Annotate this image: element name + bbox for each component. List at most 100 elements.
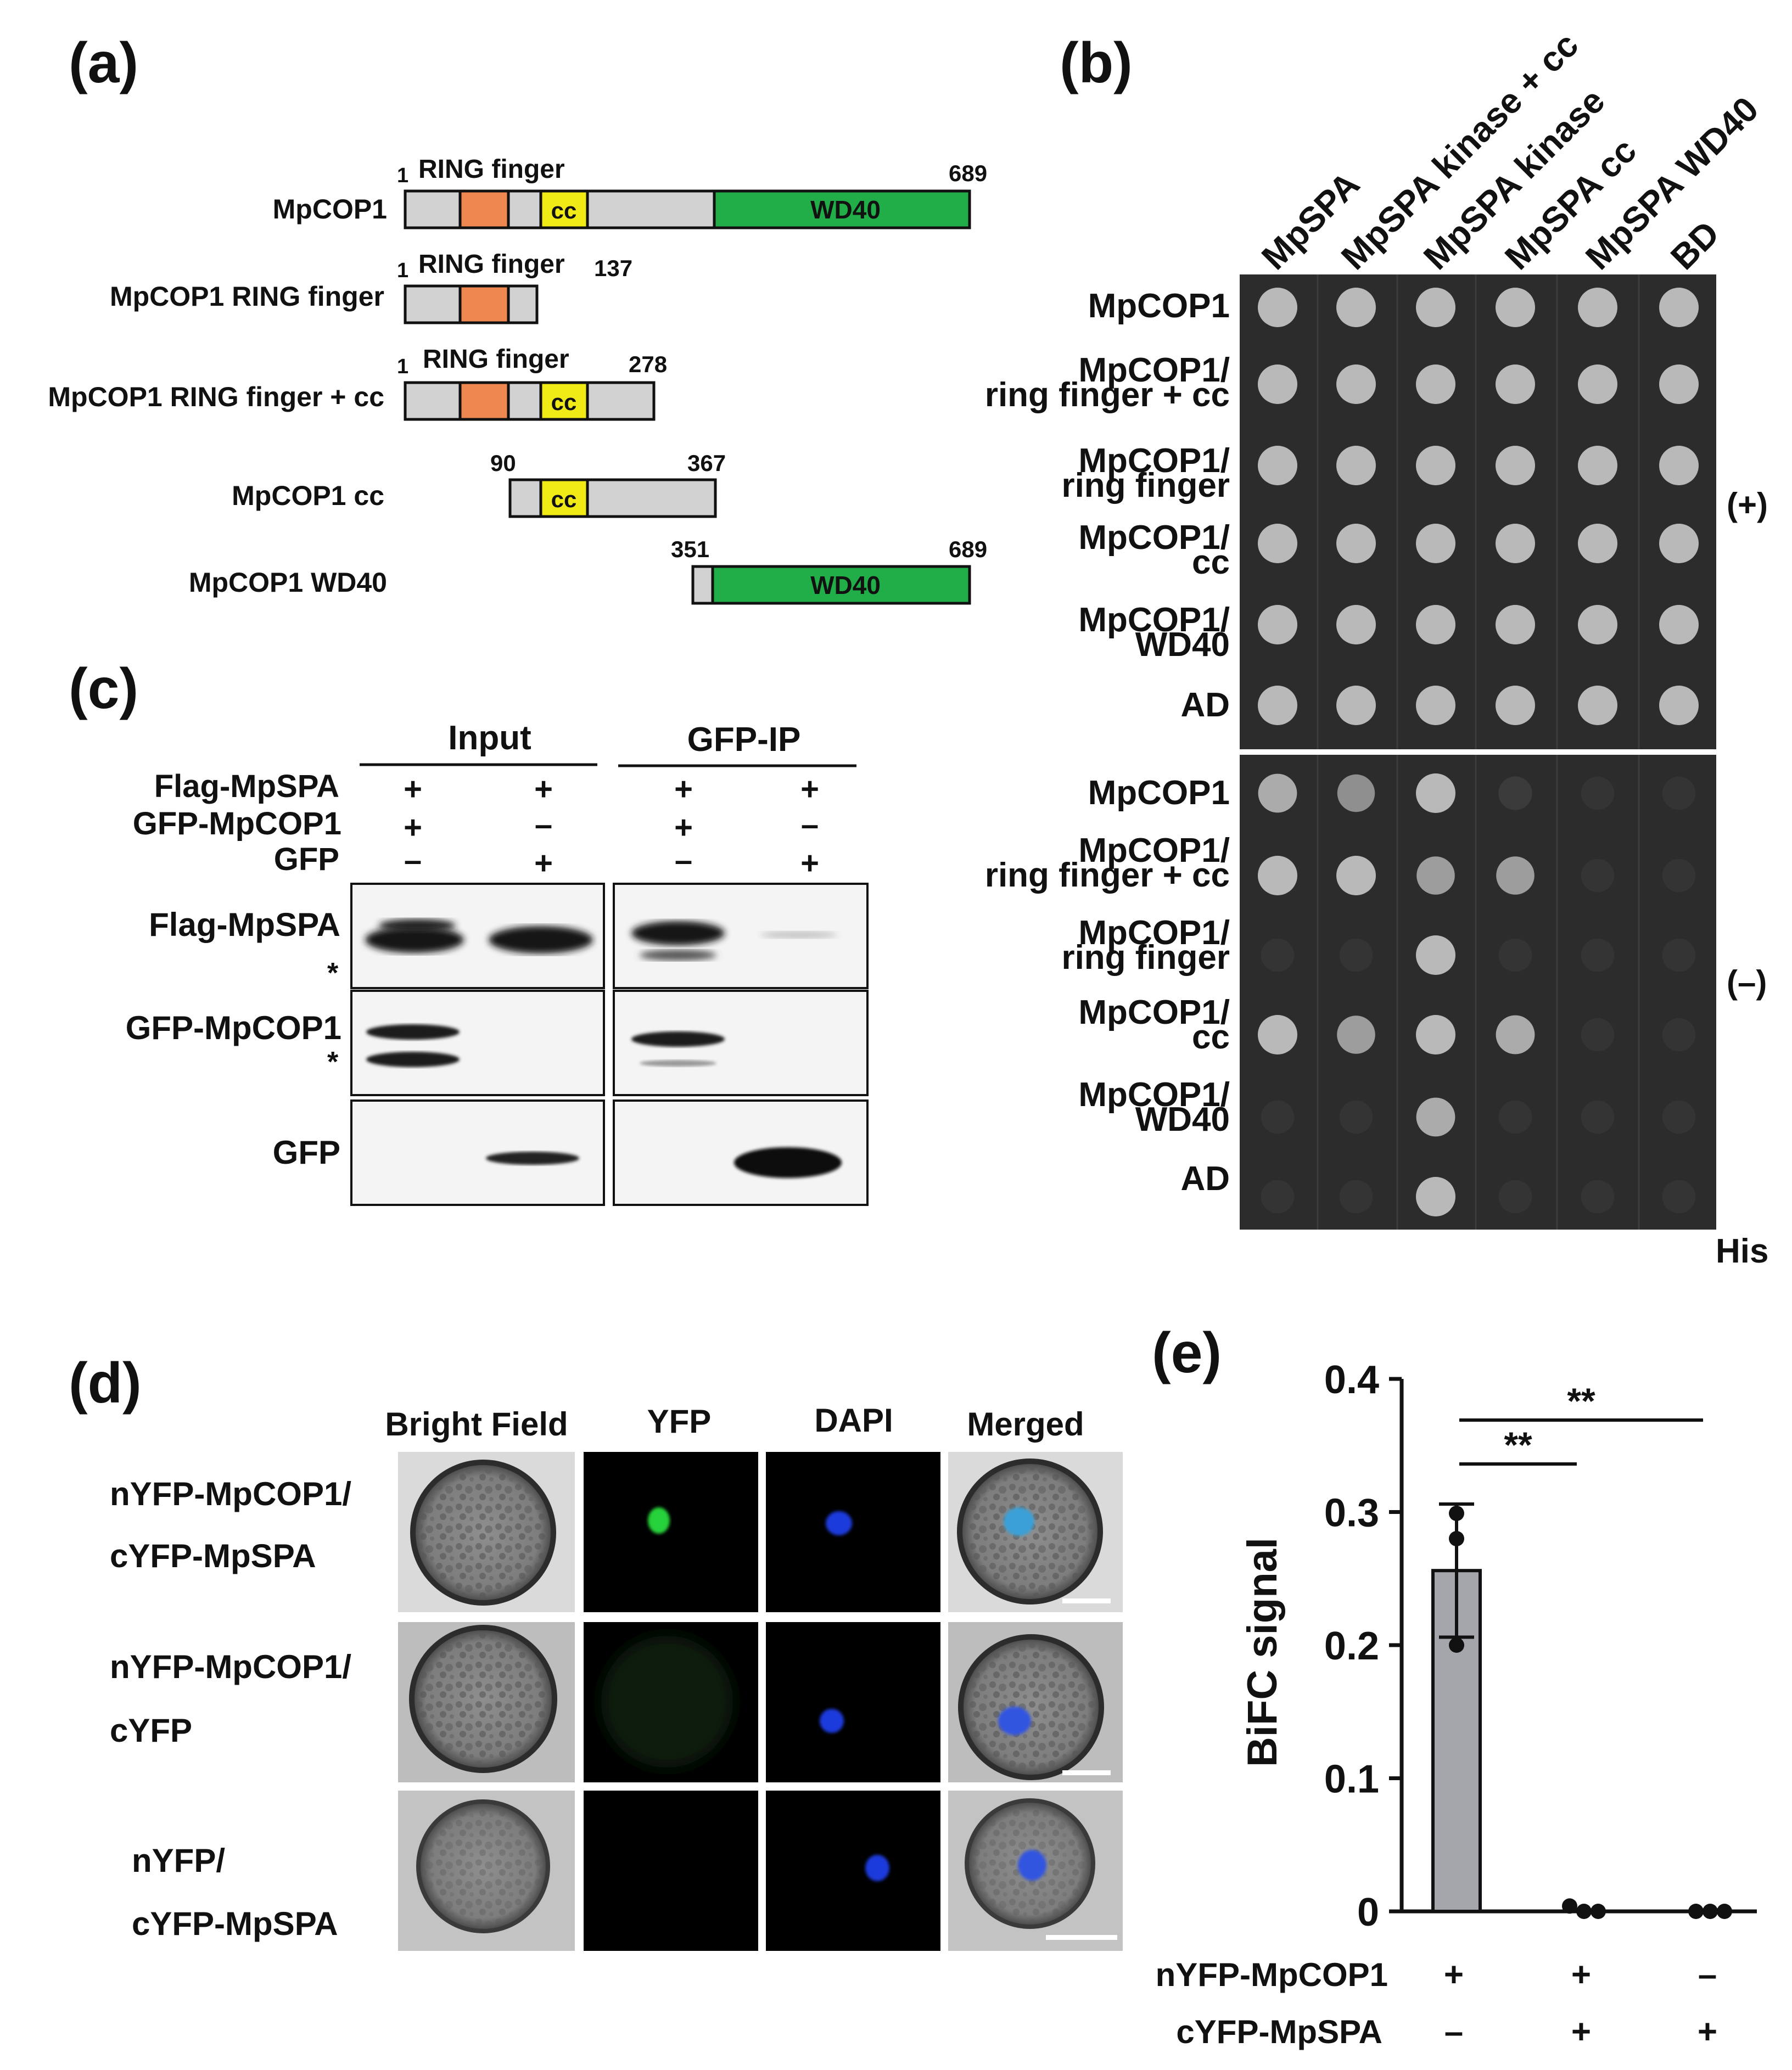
cc-domain [539, 189, 589, 229]
scale-bar [1062, 1770, 1111, 1775]
data-point [1591, 1904, 1606, 1919]
yeast-spot [1416, 686, 1455, 725]
band [631, 921, 725, 945]
row-label-ring-l1: MpCOP1/ [1078, 442, 1230, 480]
yeast-spot [1337, 1016, 1375, 1054]
nucleus [865, 1855, 889, 1881]
yeast-spot [1662, 1018, 1696, 1052]
column-header-dapi: DAPI [814, 1402, 893, 1439]
row-label-wd40-l2: WD40 [1135, 626, 1230, 664]
y-tick-label: 0.4 [1324, 1358, 1379, 1402]
construct-label: MpCOP1 cc [232, 480, 384, 511]
nucleus [820, 1709, 844, 1733]
row-label-l1: nYFP/ [132, 1842, 225, 1879]
construct-label: MpCOP1 RING finger + cc [48, 382, 384, 412]
microscopy-row-1 [398, 1452, 1123, 1612]
construct-label: MpCOP1 [273, 194, 387, 225]
yfp-image [584, 1452, 758, 1612]
yeast-spot [1498, 938, 1532, 972]
yeast-spot [1659, 605, 1699, 644]
condition-label-gfp-mpcop1: GFP-MpCOP1 [133, 806, 341, 842]
yeast-spot [1662, 938, 1696, 972]
cell-texture [418, 1468, 548, 1597]
yeast-spot [1336, 605, 1376, 644]
yeast-spot [1581, 859, 1615, 893]
cc-domain [539, 478, 589, 518]
construct-cc: MpCOP1 cc 90 367 cc [232, 450, 726, 518]
yeast-spot [1496, 686, 1535, 725]
panel-label-e: (e) [1152, 1321, 1222, 1385]
y-ticks: 00.10.20.30.4 [1324, 1358, 1402, 1934]
yeast-spot [1496, 524, 1535, 563]
end-number: 137 [594, 255, 632, 281]
yeast-spot [1578, 605, 1617, 644]
merged-nucleus [998, 1707, 1031, 1735]
cell-texture [417, 1633, 549, 1765]
panel-a: (a) MpCOP1 1 RING finger 689 cc WD40 MpC… [48, 31, 987, 605]
ring-domain [458, 381, 510, 421]
mark: + [534, 845, 553, 881]
protein-backbone [404, 381, 656, 421]
row-label-nyfp-mpcop1: nYFP-MpCOP1 [1156, 1956, 1388, 1993]
yeast-spot [1581, 776, 1615, 810]
merged-nucleus [1004, 1507, 1034, 1536]
band [631, 1031, 725, 1047]
band [640, 950, 716, 961]
yeast-spot [1258, 1015, 1297, 1054]
row-label-ad: AD [1180, 1160, 1230, 1198]
yeast-spot [1336, 856, 1376, 895]
yeast-spot [1581, 938, 1615, 972]
condition-table: Flag-MpSPA GFP-MpCOP1 GFP + + + + + – + … [133, 768, 819, 881]
yeast-spot [1416, 605, 1455, 644]
ring-domain [458, 189, 510, 229]
mark: – [675, 843, 692, 878]
row-label-wd40-l2: WD40 [1135, 1101, 1230, 1138]
yeast-spot [1416, 446, 1455, 485]
dapi-image [766, 1452, 940, 1612]
row-label-cc-l1: MpCOP1/ [1078, 994, 1230, 1031]
yeast-spot [1578, 686, 1617, 725]
band [734, 1147, 842, 1178]
panel-b: (b) MpSPA MpSPA kinase + cc MpSPA kinase… [985, 25, 1769, 1270]
group-label-input: Input [448, 719, 531, 757]
row-label-l2: cYFP-MpSPA [110, 1538, 316, 1574]
yfp-image [584, 1791, 758, 1951]
condition-mark: – [1444, 2013, 1463, 2051]
condition-mark: + [1444, 1956, 1464, 1994]
yeast-spot [1416, 935, 1455, 975]
band [365, 927, 464, 953]
end-number: 367 [687, 450, 726, 476]
row-label-l2: cYFP-MpSPA [132, 1905, 338, 1942]
start-number: 90 [490, 450, 516, 476]
y-tick-label: 0.1 [1324, 1758, 1379, 1802]
yeast-spot [1496, 1015, 1535, 1054]
plate-grid [1317, 274, 1640, 1230]
data-point [1576, 1904, 1592, 1919]
end-number: 689 [949, 160, 987, 186]
yeast-spot [1339, 1100, 1373, 1134]
cc-label: cc [551, 486, 577, 512]
yeast-spot [1498, 1100, 1532, 1134]
yeast-spot [1581, 1100, 1615, 1134]
yeast-spot [1261, 938, 1295, 972]
mark: + [404, 771, 422, 807]
row-label-l2: cYFP [110, 1712, 192, 1749]
wd40-label: WD40 [810, 571, 881, 599]
yeast-spot [1416, 524, 1455, 563]
yeast-spot [1662, 1180, 1696, 1214]
merged-nucleus [1018, 1850, 1046, 1881]
row-labels-plus: MpCOP1 MpCOP1/ ring finger + cc MpCOP1/ … [985, 287, 1230, 724]
row-label-l1: nYFP-MpCOP1/ [110, 1476, 351, 1512]
ring-domain [458, 284, 510, 324]
ring-finger-label: RING finger [418, 155, 565, 184]
yeast-spot [1261, 1100, 1295, 1134]
cell-texture [966, 1642, 1096, 1772]
data-point [1449, 1531, 1464, 1546]
data-point [1688, 1904, 1704, 1919]
panel-d: (d) Bright Field YFP DAPI Merged nYFP-Mp… [69, 1351, 1123, 1951]
yeast-spot [1258, 446, 1297, 485]
bars [1431, 1502, 1732, 1919]
minus-his-label: (–) [1727, 964, 1767, 1001]
data-point [1562, 1898, 1577, 1914]
